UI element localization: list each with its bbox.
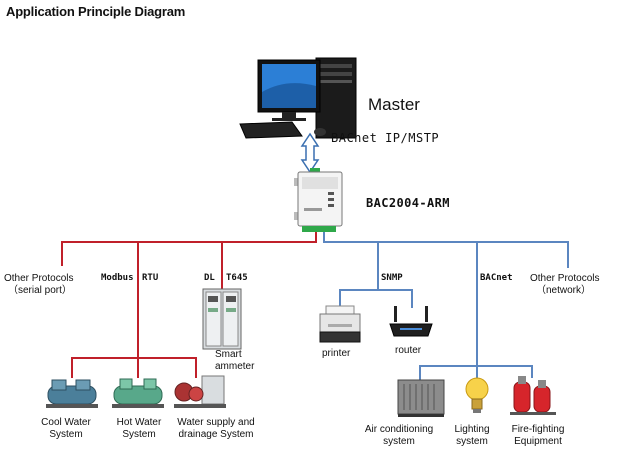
printer-icon	[319, 305, 361, 343]
other-protocols-serial-line1: Other Protocols	[4, 273, 74, 284]
air-conditioning-line2: system	[383, 436, 415, 447]
router-icon	[389, 306, 433, 337]
chiller-icon	[46, 379, 98, 408]
gateway-name-label: BAC2004-ARM	[366, 196, 450, 210]
desktop-computer-icon	[239, 57, 357, 139]
other-protocols-network-label: Other Protocols （network）	[530, 273, 599, 297]
smart-ammeter-label: Smart ammeter	[215, 349, 254, 373]
water-supply-line2: drainage System	[178, 429, 254, 440]
page-title: Application Principle Diagram	[6, 4, 186, 19]
router-label: router	[395, 345, 422, 356]
water-supply-line1: Water supply and	[177, 417, 255, 428]
pump-icon	[174, 375, 226, 408]
hot-water-line2: System	[122, 429, 156, 440]
fire-fighting-line2: Equipment	[514, 436, 562, 447]
smart-ammeter-line1: Smart	[215, 349, 242, 360]
serial-bus-lines	[61, 228, 317, 378]
fire-fighting-equipment-label: Fire-fighting Equipment	[512, 424, 565, 448]
t645-label: T645	[226, 273, 248, 283]
air-conditioning-system-label: Air conditioning system	[365, 424, 433, 448]
lighting-system-label: Lighting system	[454, 424, 489, 448]
fire-extinguisher-icon	[510, 376, 556, 415]
other-protocols-network-line2: （network）	[536, 285, 592, 296]
master-label: Master	[368, 95, 420, 114]
light-bulb-icon	[465, 377, 489, 413]
gateway-device-icon	[294, 168, 343, 232]
air-conditioning-line1: Air conditioning	[364, 424, 434, 435]
other-protocols-network-line1: Other Protocols	[530, 273, 600, 284]
hot-water-line1: Hot Water	[116, 417, 162, 428]
water-supply-system-label: Water supply and drainage System	[177, 417, 254, 441]
hot-water-system-label: Hot Water System	[117, 417, 162, 441]
master-protocol-label: BACnet IP/MSTP	[331, 131, 440, 145]
cool-water-system-label: Cool Water System	[41, 417, 91, 441]
ammeter-cabinet-icon	[202, 288, 242, 350]
network-bus-lines	[323, 228, 569, 380]
cool-water-line1: Cool Water	[41, 417, 91, 428]
dl-label: DL	[204, 273, 215, 283]
other-protocols-serial-line2: （serial port）	[8, 285, 72, 296]
cool-water-line2: System	[49, 429, 83, 440]
bacnet-label: BACnet	[480, 273, 513, 283]
air-handler-icon	[397, 379, 445, 417]
lighting-line1: Lighting	[454, 424, 490, 435]
other-protocols-serial-label: Other Protocols （serial port）	[4, 273, 73, 297]
printer-label: printer	[322, 348, 351, 359]
modbus-label: Modbus	[101, 273, 134, 283]
rtu-label: RTU	[142, 273, 159, 283]
lighting-line2: system	[456, 436, 488, 447]
snmp-label: SNMP	[381, 273, 403, 283]
smart-ammeter-line2: ammeter	[215, 361, 255, 372]
boiler-icon	[112, 378, 164, 408]
fire-fighting-line1: Fire-fighting	[511, 424, 565, 435]
